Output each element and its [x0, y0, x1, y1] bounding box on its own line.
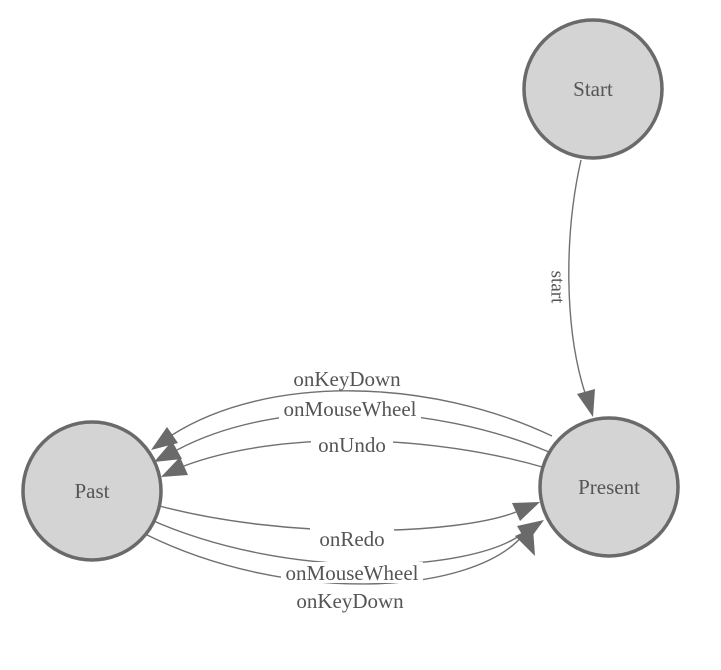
- arrowhead-icon: [512, 502, 540, 521]
- state-node-start[interactable]: [522, 18, 664, 160]
- edge-label-mask: [287, 368, 407, 389]
- edge-label-mask: [310, 528, 394, 549]
- arrowhead-icon: [154, 441, 182, 462]
- transition-label-onmousewheel-bottom: onMouseWheel: [286, 561, 419, 585]
- transition-edge-onkeydown-to-present[interactable]: [144, 533, 525, 585]
- transition-label-onredo: onRedo: [319, 527, 384, 551]
- edge-label-mask: [279, 398, 421, 419]
- arrowhead-icon: [161, 457, 188, 477]
- state-node-past[interactable]: [21, 420, 163, 562]
- state-node-label-start: Start: [573, 77, 613, 101]
- state-node-label-past: Past: [74, 479, 109, 503]
- state-node-label-present: Present: [578, 475, 640, 499]
- arrowhead-icon: [515, 528, 535, 556]
- transition-edge-start[interactable]: [568, 159, 587, 397]
- transition-edge-onkeydown-to-past[interactable]: [171, 390, 553, 437]
- transition-label-onkeydown-bottom: onKeyDown: [296, 589, 404, 613]
- edge-label-mask: [281, 562, 423, 583]
- transition-label-start: start: [547, 271, 568, 304]
- state-node-present[interactable]: [538, 416, 680, 558]
- transition-label-onkeydown-top: onKeyDown: [293, 367, 401, 391]
- edge-label-mask: [290, 590, 410, 611]
- transition-label-onmousewheel-top: onMouseWheel: [284, 397, 417, 421]
- edge-label-mask: [311, 434, 393, 455]
- transition-label-onundo: onUndo: [318, 433, 386, 457]
- arrowhead-icon: [577, 389, 595, 417]
